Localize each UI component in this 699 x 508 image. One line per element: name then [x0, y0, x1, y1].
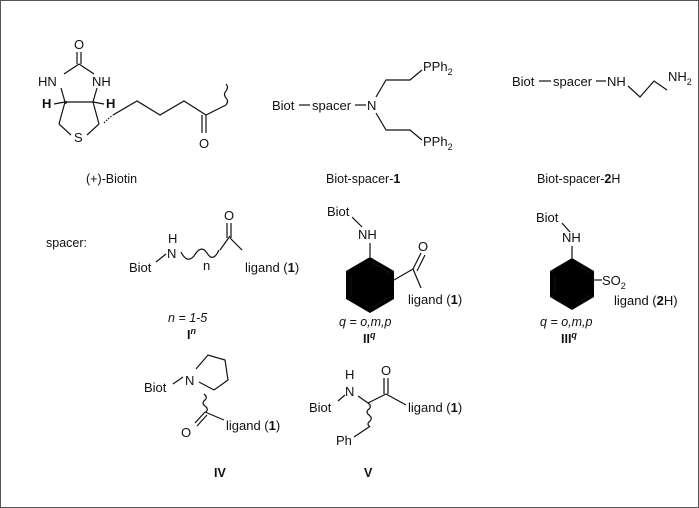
spacer-II-biot-label: Biot — [327, 204, 350, 219]
biotin-h-right-label: H — [106, 96, 115, 111]
spacer-II-nh-label: NH — [358, 227, 377, 242]
spacer1-caption: Biot-spacer-1 — [326, 172, 400, 186]
spacer-I-h-label: H — [168, 231, 177, 246]
spacer-IV-structure: Biot N O ligand (1) IV — [144, 354, 280, 480]
spacer-III-note: q = o,m,p — [540, 315, 593, 329]
spacer-V-ligand-label: ligand (1) — [408, 400, 462, 415]
biotin-carbonyl-oxygen-label: O — [199, 136, 209, 151]
spacer-row-label: spacer: — [46, 236, 87, 250]
spacer-III-compound-label: IIIq — [561, 330, 577, 346]
spacer2h-spacer-label: spacer — [553, 74, 593, 89]
spacer-I-structure: Biot H N n O ligand (1) n = 1-5 In — [129, 208, 299, 342]
biotin-oxygen-label: O — [74, 37, 84, 52]
spacer-II-structure: Biot NH O ligand (1) q = o,m,p IIq — [327, 204, 462, 346]
spacer-I-note: n = 1-5 — [168, 311, 207, 325]
spacer-III-so2-label: SO2 — [602, 273, 626, 291]
spacer-I-oxygen-label: O — [224, 208, 234, 223]
biotin-hn-label: HN — [38, 74, 57, 89]
spacer-IV-nitrogen-label: N — [185, 373, 194, 388]
spacer-V-structure: Biot H N O Ph ligand (1) V — [309, 363, 462, 480]
spacer1-pph2-bottom-label: PPh2 — [423, 134, 453, 152]
spacer-III-ligand-label: ligand (2H) — [614, 293, 678, 308]
biotin-sulfur-label: S — [74, 130, 83, 145]
spacer-III-nh-label: NH — [562, 230, 581, 245]
spacer-IV-compound-label: IV — [214, 466, 226, 480]
biot-spacer-1-structure: Biot spacer N PPh2 PPh2 Biot-spacer-1 — [272, 59, 453, 186]
biotin-structure: O HN NH H H S O (+)-Biotin — [38, 37, 229, 186]
spacer-I-biot-label: Biot — [129, 260, 152, 275]
spacer2h-nh-label: NH — [607, 74, 626, 89]
spacer-IV-ligand-label: ligand (1) — [226, 418, 280, 433]
spacer-II-compound-label: IIq — [363, 330, 376, 346]
spacer-IV-biot-label: Biot — [144, 380, 167, 395]
spacer2h-nh2-label: NH2 — [668, 69, 692, 87]
spacer-V-phenyl-label: Ph — [336, 433, 352, 448]
biotin-nh-label: NH — [92, 74, 111, 89]
spacer-II-ligand-label: ligand (1) — [408, 292, 462, 307]
spacer-V-oxygen-label: O — [381, 363, 391, 378]
spacer-I-n-label: N — [167, 246, 176, 261]
spacer1-biot-label: Biot — [272, 98, 295, 113]
spacer-I-compound-label: In — [187, 326, 196, 342]
spacer-III-biot-label: Biot — [536, 210, 559, 225]
spacer1-nitrogen-label: N — [367, 98, 376, 113]
spacer-V-compound-label: V — [364, 466, 373, 480]
spacer2h-caption: Biot-spacer-2H — [537, 172, 620, 186]
spacer-V-biot-label: Biot — [309, 400, 332, 415]
spacer-IV-oxygen-label: O — [181, 425, 191, 440]
spacer-I-n-subscript: n — [203, 258, 210, 273]
spacer2h-biot-label: Biot — [512, 74, 535, 89]
spacer-I-ligand-label: ligand (1) — [245, 260, 299, 275]
spacer-II-note: q = o,m,p — [339, 315, 392, 329]
biot-spacer-2h-structure: Biot spacer NH NH2 Biot-spacer-2H — [512, 69, 692, 186]
biotin-h-left-label: H — [42, 96, 51, 111]
spacer-V-h-label: H — [345, 367, 354, 382]
spacer-V-n-label: N — [345, 384, 354, 399]
spacer1-spacer-label: spacer — [312, 98, 352, 113]
biotin-caption: (+)-Biotin — [86, 172, 137, 186]
spacer-III-structure: Biot NH SO2 ligand (2H) q = o,m,p IIIq — [536, 210, 678, 346]
spacer1-pph2-top-label: PPh2 — [423, 59, 453, 77]
spacer-II-oxygen-label: O — [418, 239, 428, 254]
